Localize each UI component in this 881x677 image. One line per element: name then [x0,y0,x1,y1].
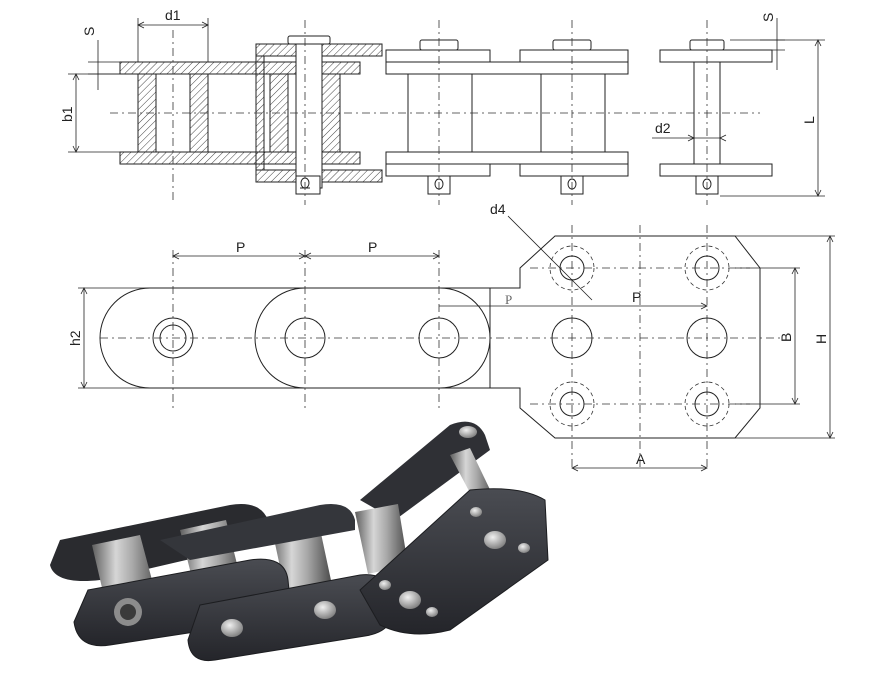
label-d2: d2 [655,120,671,136]
label-p-mid: P [368,239,377,255]
side-view-labels: P P P P d4 h2 B H A [67,201,829,467]
label-d4: d4 [490,201,506,217]
label-B: B [778,333,794,342]
label-A: A [636,451,646,467]
top-view-labels: d1 S b1 S L d2 [59,7,817,136]
label-p-gray: P [505,292,512,307]
chain-3d-render [50,421,549,662]
label-s-left: S [81,27,97,36]
side-view-dimensions [78,215,835,472]
side-view [99,235,761,439]
label-p-left: P [236,239,245,255]
label-b1: b1 [59,106,75,122]
top-view [119,35,773,195]
top-view-centerlines [110,20,760,205]
label-s-right: S [760,13,776,22]
side-view-centerlines [100,225,780,470]
label-p-right: P [632,289,641,305]
label-d1: d1 [165,7,181,23]
label-L: L [801,116,817,124]
label-H: H [813,334,829,344]
label-h2: h2 [67,330,83,346]
top-view-dimensions [68,18,825,197]
